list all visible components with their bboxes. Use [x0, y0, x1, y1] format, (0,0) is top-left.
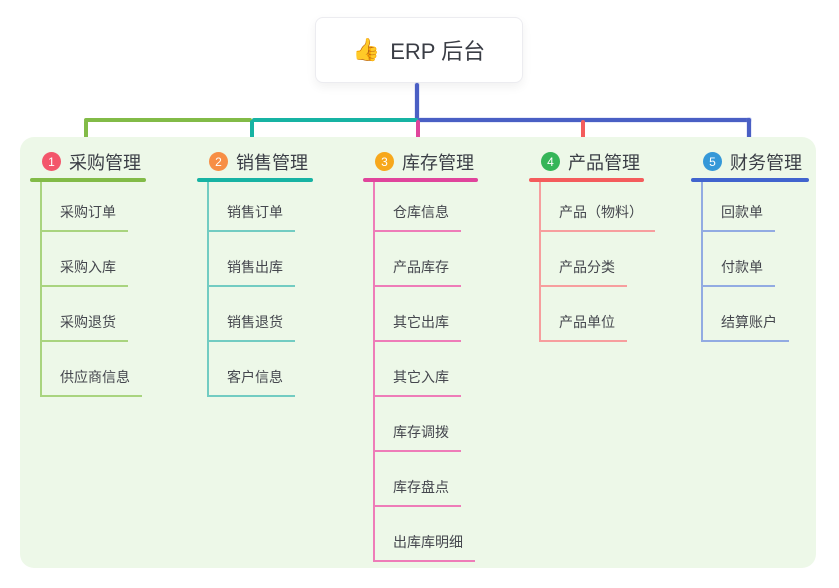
child-label: 仓库信息 [375, 202, 461, 232]
list-item[interactable]: 销售退货 [209, 287, 313, 342]
branch-purchase-management: 1 采购管理 采购订单 采购入库 采购退货 供应商信息 [30, 148, 146, 397]
branch-title: 库存管理 [402, 152, 474, 173]
child-label: 供应商信息 [42, 367, 142, 397]
child-label: 销售订单 [209, 202, 295, 232]
list-item[interactable]: 库存盘点 [375, 452, 478, 507]
connector-stub-branch-4 [581, 120, 585, 146]
connector-stub-branch-2 [250, 120, 254, 146]
child-label: 销售退货 [209, 312, 295, 342]
list-item[interactable]: 供应商信息 [42, 342, 146, 397]
list-item[interactable]: 采购退货 [42, 287, 146, 342]
list-item[interactable]: 产品分类 [541, 232, 655, 287]
branch-node[interactable]: 2 销售管理 [197, 148, 313, 175]
branch-underline [363, 178, 478, 182]
badge-number-5: 5 [703, 152, 722, 171]
branch-underline [30, 178, 146, 182]
list-item[interactable]: 结算账户 [703, 287, 809, 342]
connector-stub-branch-3 [416, 120, 420, 146]
list-item[interactable]: 其它出库 [375, 287, 478, 342]
connector-horizontal-teal [252, 118, 418, 122]
branch-underline [691, 178, 809, 182]
child-label: 销售出库 [209, 257, 295, 287]
branch-children: 销售订单 销售出库 销售退货 客户信息 [207, 182, 313, 397]
list-item[interactable]: 客户信息 [209, 342, 313, 397]
branch-title: 产品管理 [568, 152, 640, 173]
child-label: 采购订单 [42, 202, 128, 232]
branch-title: 财务管理 [730, 152, 802, 173]
child-label: 产品单位 [541, 312, 627, 342]
list-item[interactable]: 采购入库 [42, 232, 146, 287]
badge-number-1: 1 [42, 152, 61, 171]
child-label: 结算账户 [703, 312, 789, 342]
child-label: 其它入库 [375, 367, 461, 397]
connector-stub-branch-1 [84, 120, 88, 146]
branch-node[interactable]: 3 库存管理 [363, 148, 478, 175]
branch-sales-management: 2 销售管理 销售订单 销售出库 销售退货 客户信息 [197, 148, 313, 397]
branch-title: 销售管理 [236, 152, 308, 173]
child-label: 客户信息 [209, 367, 295, 397]
child-label: 出库库明细 [375, 532, 475, 562]
branch-children: 采购订单 采购入库 采购退货 供应商信息 [40, 182, 146, 397]
child-label: 产品库存 [375, 257, 461, 287]
list-item[interactable]: 销售订单 [209, 182, 313, 232]
root-node-label: ERP 后台 [390, 39, 486, 64]
badge-number-4: 4 [541, 152, 560, 171]
branch-children: 产品（物料） 产品分类 产品单位 [539, 182, 655, 342]
root-node-erp[interactable]: 👍 ERP 后台 [315, 17, 523, 83]
list-item[interactable]: 回款单 [703, 182, 809, 232]
child-label: 产品（物料） [541, 202, 655, 232]
list-item[interactable]: 产品库存 [375, 232, 478, 287]
connector-stub-branch-5 [747, 118, 751, 146]
child-label: 其它出库 [375, 312, 461, 342]
child-label: 回款单 [703, 202, 775, 232]
list-item[interactable]: 其它入库 [375, 342, 478, 397]
connector-root-vertical [415, 83, 419, 120]
child-label: 采购退货 [42, 312, 128, 342]
branch-underline [529, 178, 644, 182]
branch-finance-management: 5 财务管理 回款单 付款单 结算账户 [691, 148, 809, 342]
branch-underline [197, 178, 313, 182]
branches-panel [20, 137, 816, 568]
child-label: 采购入库 [42, 257, 128, 287]
child-label: 产品分类 [541, 257, 627, 287]
branch-children: 仓库信息 产品库存 其它出库 其它入库 库存调拨 库存盘点 出库库明细 [373, 182, 478, 562]
badge-number-3: 3 [375, 152, 394, 171]
list-item[interactable]: 仓库信息 [375, 182, 478, 232]
branch-children: 回款单 付款单 结算账户 [701, 182, 809, 342]
badge-number-2: 2 [209, 152, 228, 171]
branch-title: 采购管理 [69, 152, 141, 173]
list-item[interactable]: 销售出库 [209, 232, 313, 287]
list-item[interactable]: 付款单 [703, 232, 809, 287]
connector-horizontal-green [84, 118, 252, 122]
list-item[interactable]: 库存调拨 [375, 397, 478, 452]
list-item[interactable]: 产品单位 [541, 287, 655, 342]
branch-node[interactable]: 4 产品管理 [529, 148, 655, 175]
child-label: 库存盘点 [375, 477, 461, 507]
branch-inventory-management: 3 库存管理 仓库信息 产品库存 其它出库 其它入库 库存调拨 库存盘点 [363, 148, 478, 562]
branch-node[interactable]: 5 财务管理 [691, 148, 809, 175]
child-label: 库存调拨 [375, 422, 461, 452]
list-item[interactable]: 产品（物料） [541, 182, 655, 232]
list-item[interactable]: 采购订单 [42, 182, 146, 232]
child-label: 付款单 [703, 257, 775, 287]
thumbs-up-icon: 👍 [352, 37, 381, 62]
list-item[interactable]: 出库库明细 [375, 507, 478, 562]
branch-node[interactable]: 1 采购管理 [30, 148, 146, 175]
branch-product-management: 4 产品管理 产品（物料） 产品分类 产品单位 [529, 148, 655, 342]
